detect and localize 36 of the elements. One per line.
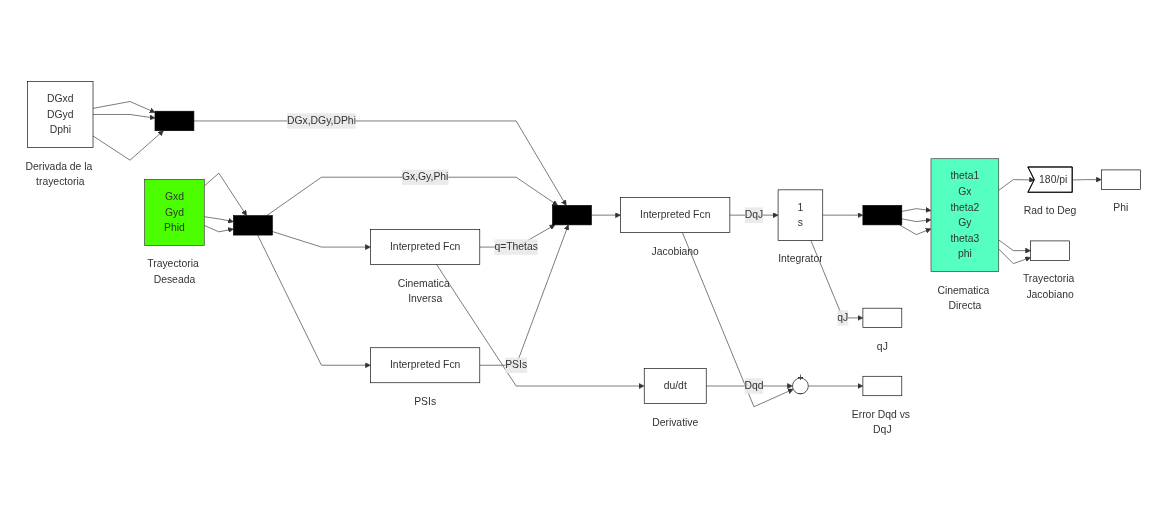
node-box xyxy=(1030,240,1070,261)
node-label: PSIs xyxy=(414,395,437,407)
node-box xyxy=(862,375,903,397)
node-bar xyxy=(154,110,195,131)
node-bar xyxy=(862,205,903,226)
node-box xyxy=(862,307,903,328)
edge-label: DGx,DGy,DPhi xyxy=(286,115,356,127)
node-label: Derivative xyxy=(652,416,699,428)
node-label: Trayectoria Jacobiano xyxy=(1022,273,1075,300)
node-box xyxy=(1101,169,1141,190)
node-box: 1 s xyxy=(777,189,824,241)
edge-label: q=Thetas xyxy=(494,241,538,253)
node-label: Error Dqd vs DqJ xyxy=(851,408,911,436)
node-box: DGxd DGyd Dphi xyxy=(27,81,94,148)
node-label: Rad to Deg xyxy=(1023,205,1077,217)
node-label: Cinematica Inversa xyxy=(397,277,450,305)
edge-label: qJ xyxy=(837,312,849,324)
node-box: du/dt xyxy=(643,368,707,404)
node-label: Integrator xyxy=(778,253,823,265)
node-box: Interpreted Fcn xyxy=(620,197,731,233)
node-label: Derivada de la trayectoria xyxy=(25,160,93,188)
node-bar xyxy=(552,205,592,226)
edge-label: Gx,Gy,Phi xyxy=(401,171,449,183)
node-bar xyxy=(233,215,273,236)
node-box: theta1 Gx theta2 Gy theta3 phi xyxy=(930,158,1000,272)
node-box: Gxd Gyd Phid xyxy=(144,179,205,246)
node-box: Interpreted Fcn xyxy=(370,229,481,265)
edge-label: Dqd xyxy=(744,380,764,392)
node-label: qJ xyxy=(876,340,888,352)
edge-label: PSIs xyxy=(505,359,528,371)
node-label: Jacobiano xyxy=(651,245,699,257)
node-label: Phi xyxy=(1113,202,1129,214)
node-label: Trayectoria Deseada xyxy=(147,258,199,286)
node-label: Cinematica Directa xyxy=(937,284,990,312)
edge-label: DqJ xyxy=(744,209,764,221)
node-box: Interpreted Fcn xyxy=(370,347,481,384)
